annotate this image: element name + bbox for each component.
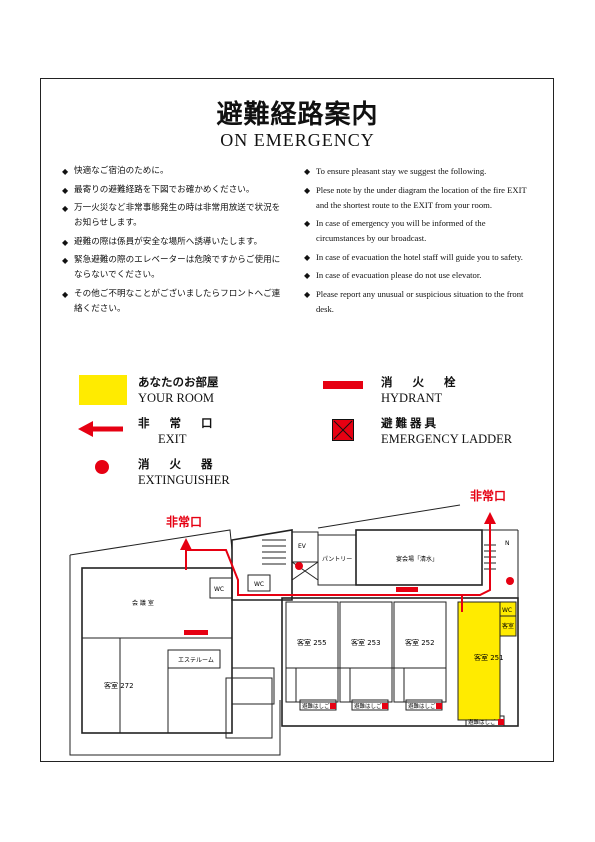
west-wing-wall (81, 567, 233, 734)
legend-extinguisher-en: EXTINGUISHER (138, 473, 230, 487)
note-jp-item: 避難の際は係員が安全な場所へ誘導いたします。 (62, 235, 284, 250)
note-en-item: In case of evacuation the hotel staff wi… (304, 250, 536, 265)
plan-block (231, 667, 275, 705)
ev-label: EV (298, 543, 307, 550)
note-en-item: Plese note by the under diagram the loca… (304, 183, 536, 213)
plan-wall (69, 529, 233, 556)
note-jp-item: 緊急避難の際のエレベーターは危険ですからご使用にならないでください。 (62, 253, 284, 283)
esthe-room (167, 649, 221, 669)
legend-ladder-jp: 避難器具 (381, 416, 439, 430)
left-arrow-icon (78, 421, 123, 437)
hydrant-marker (184, 630, 208, 635)
north-icon: N (505, 540, 510, 547)
legend-exit: 非 常 口 EXIT (138, 415, 221, 447)
note-jp-item: 最寄りの避難経路を下図でお確かめください。 (62, 183, 284, 198)
notes-english: To ensure pleasant stay we suggest the f… (304, 164, 536, 320)
note-jp-item: その他ご不明なことがございましたらフロントへご連絡ください。 (62, 287, 284, 317)
up-arrow-icon (180, 538, 192, 550)
ladder-label: 避難はしご (302, 702, 330, 710)
room-255-box (285, 601, 339, 703)
notes-japanese: 快適なご宿泊のために。 最寄りの避難経路を下図でお確かめください。 万一火災など… (62, 164, 284, 320)
banquet-label: 宴会場「清水」 (396, 555, 438, 563)
note-jp-item: 快適なご宿泊のために。 (62, 164, 284, 179)
ladder-label: 避難はしご (408, 702, 436, 710)
room-272-label: 客室 272 (104, 681, 134, 690)
your-room-swatch (79, 375, 127, 405)
wc-room (247, 574, 271, 592)
ladder-marker (382, 703, 388, 709)
room-252-label: 客室 252 (405, 638, 435, 647)
ladder-label: 避難はしご (354, 702, 382, 710)
evacuation-route (185, 518, 491, 612)
your-room-closet (499, 615, 517, 637)
crossed-box-icon (332, 419, 354, 441)
ladder-label: 避難はしご (468, 718, 496, 726)
legend-hydrant: 消 火 栓 HYDRANT (381, 374, 464, 406)
legend-extinguisher: 消 火 器 EXTINGUISHER (138, 456, 230, 488)
extinguisher-marker (506, 577, 514, 585)
exit-label-left: 非常口 (166, 514, 202, 529)
legend-ladder: 避難器具 EMERGENCY LADDER (381, 415, 512, 447)
pantry-label: パントリー (322, 556, 352, 563)
plan-block (225, 677, 273, 739)
note-en-item: In case of emergency you will be informe… (304, 216, 536, 246)
extinguisher-marker (295, 562, 303, 570)
legend-your-room-jp: あなたのお部屋 (138, 375, 219, 389)
route-line (185, 518, 491, 596)
wc-label: WC (502, 607, 512, 614)
wc-label: WC (254, 581, 264, 588)
legend-your-room-en: YOUR ROOM (138, 391, 215, 405)
note-jp-item: 万一火災など非常事態発生の時は非常用放送で状況をお知らせします。 (62, 201, 284, 231)
room-252-box (393, 601, 447, 703)
room-253-box (339, 601, 393, 703)
your-room-251 (457, 601, 501, 721)
closet-label: 客室 (502, 622, 514, 630)
legend-hydrant-jp: 消 火 栓 (381, 375, 464, 389)
stair-core (231, 529, 293, 601)
legend-exit-en: EXIT (158, 432, 187, 446)
exit-label-right: 非常口 (470, 488, 506, 503)
note-en-item: To ensure pleasant stay we suggest the f… (304, 164, 536, 179)
conference-label: 会 議 室 (132, 599, 154, 607)
room-255-label: 客室 255 (297, 638, 327, 647)
note-en-item: Please report any unusual or suspicious … (304, 287, 536, 317)
legend-hydrant-en: HYDRANT (381, 391, 443, 405)
ladder-marker (436, 703, 442, 709)
legend-extinguisher-jp: 消 火 器 (138, 457, 221, 471)
plan-wall (291, 561, 319, 581)
sign-frame (40, 78, 554, 762)
up-arrow-icon (484, 512, 496, 524)
plan-wall (69, 555, 281, 756)
red-dot-icon (95, 460, 109, 474)
room-253-label: 客室 253 (351, 638, 381, 647)
banquet-hall (355, 529, 483, 586)
legend-your-room: あなたのお部屋 YOUR ROOM (138, 374, 219, 406)
plan-wall (317, 504, 461, 529)
ladder-marker (330, 703, 336, 709)
east-wing-wall (281, 597, 519, 727)
wc-label: WC (214, 586, 224, 593)
legend-ladder-en: EMERGENCY LADDER (381, 432, 513, 446)
legend-exit-jp: 非 常 口 (138, 416, 221, 430)
red-bar-icon (323, 381, 363, 389)
ladder-marker (498, 719, 504, 725)
esthe-label: エステルーム (178, 657, 214, 664)
note-en-item: In case of evacuation please do not use … (304, 268, 536, 283)
title-english: ON EMERGENCY (220, 130, 375, 150)
hydrant-marker (396, 587, 418, 592)
room-251-label: 客室 251 (474, 653, 504, 662)
title-japanese: 避難経路案内 (216, 100, 379, 130)
